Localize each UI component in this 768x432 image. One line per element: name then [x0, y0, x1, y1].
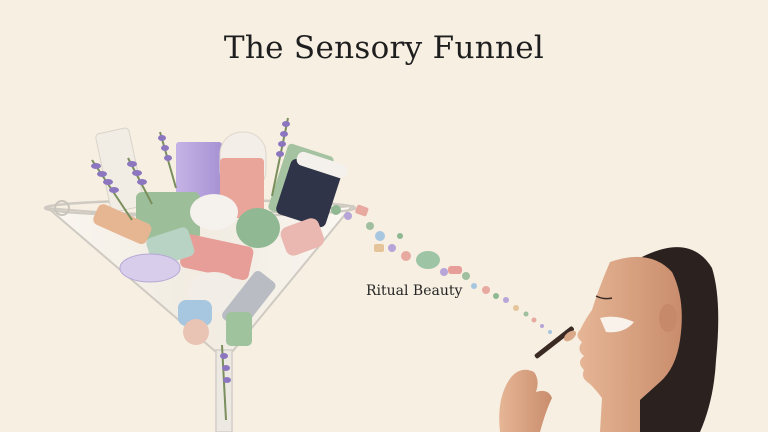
nude-pencil [93, 204, 152, 245]
peach-jar [280, 218, 325, 256]
lavender-buds [91, 121, 290, 383]
compact-mirror [119, 253, 181, 283]
particle-stream [331, 204, 552, 334]
page-title: The Sensory Funnel [223, 30, 545, 66]
small-green-bottle [226, 312, 252, 346]
woman-profile [577, 247, 719, 432]
closed-eye [595, 295, 613, 300]
stream-caption: Ritual Beauty [366, 283, 463, 299]
hand [499, 369, 552, 432]
product-pile [93, 127, 348, 346]
brush-handle [534, 326, 574, 359]
face [577, 256, 682, 432]
pink-palette [180, 234, 254, 280]
cream-swipe [600, 316, 634, 333]
hand-with-brush [499, 326, 577, 432]
beige-pot [183, 319, 209, 345]
powder-puff [190, 194, 238, 230]
ear [659, 304, 677, 332]
green-sponge [236, 208, 280, 248]
blue-pot [178, 300, 212, 326]
navy-jar [276, 158, 341, 228]
jar-lid [296, 151, 348, 179]
brush-tip [563, 330, 577, 342]
